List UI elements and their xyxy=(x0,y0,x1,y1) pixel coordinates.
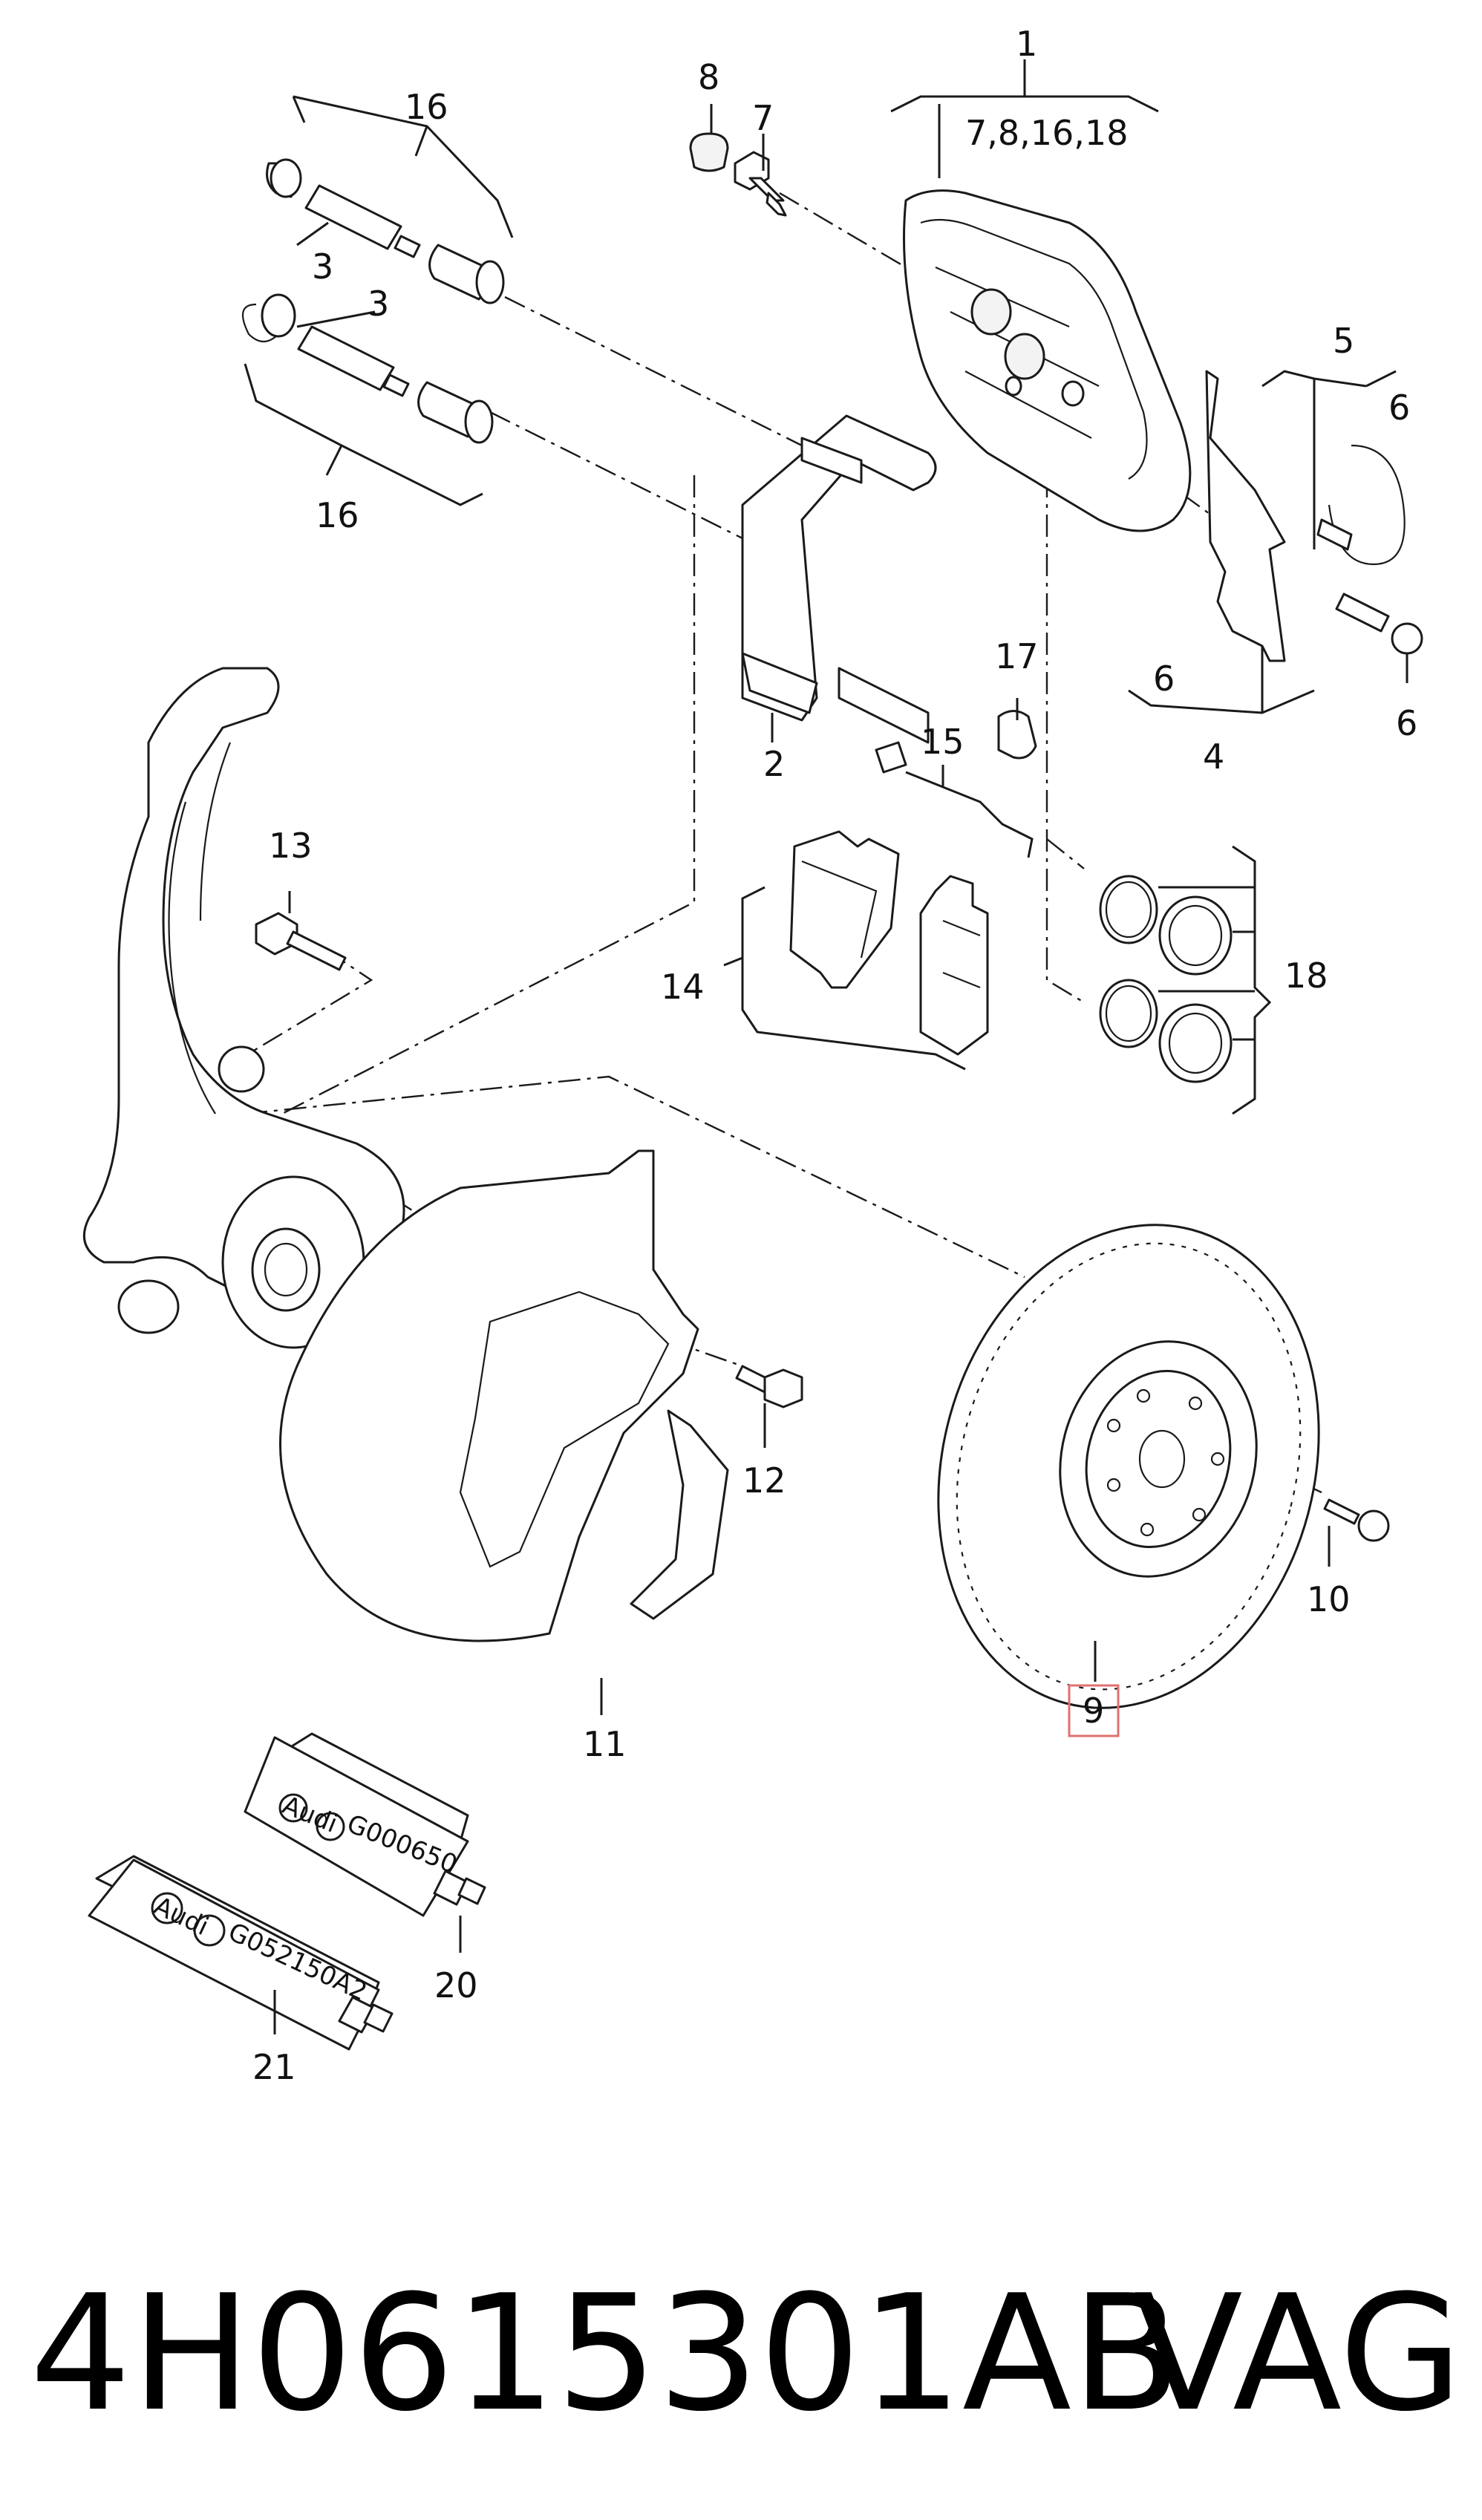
callout-2: 2 xyxy=(763,744,785,784)
footer-part-label: 4H0615301AB VAG xyxy=(30,2242,1463,2465)
guide-pin-set-upper xyxy=(266,158,505,304)
wear-sensor-15 xyxy=(875,741,1034,858)
callout-bracket-18 xyxy=(1158,845,1272,1115)
callout-1: 1 xyxy=(1016,24,1037,64)
piston-upper xyxy=(1158,895,1233,976)
grease-tube-21: Audi G052150A2 xyxy=(88,1855,394,2051)
bolt-12 xyxy=(735,1365,803,1408)
highlight-box-9 xyxy=(1068,1684,1120,1737)
callout-brackets-5-6-4 xyxy=(1128,370,1408,714)
caliper-carrier-2 xyxy=(741,414,937,744)
bracket-16-upper xyxy=(292,95,514,238)
callout-11: 11 xyxy=(583,1724,627,1764)
guide-pin-set-lower xyxy=(241,293,494,444)
splash-shield-11 xyxy=(279,1149,729,1642)
callout-5: 5 xyxy=(1333,321,1354,361)
callout-20: 20 xyxy=(434,1965,478,2005)
brake-caliper-1 xyxy=(903,189,1192,532)
callout-16-lower: 16 xyxy=(316,495,359,535)
wear-sensor-clip-17 xyxy=(997,710,1037,760)
bolt-6 xyxy=(1335,593,1423,655)
bleed-screw-7 xyxy=(734,151,787,217)
grease-tube-20: Audi G000650 xyxy=(244,1732,486,1917)
bleed-cap-8 xyxy=(689,132,729,172)
callout-6-left: 6 xyxy=(1153,659,1175,699)
callout-18: 18 xyxy=(1284,956,1328,996)
brake-pad-14-left xyxy=(789,830,900,989)
callout-14: 14 xyxy=(661,967,705,1007)
callout-3-lower: 3 xyxy=(368,284,389,324)
piston-lower xyxy=(1158,1003,1233,1083)
callout-13: 13 xyxy=(269,826,313,866)
callout-8: 8 xyxy=(698,57,719,97)
bracket-16-lower xyxy=(244,363,483,506)
callout-17: 17 xyxy=(995,636,1039,676)
callout-7: 7 xyxy=(752,98,774,138)
callouts: 1 7,8,16,18 8 7 16 3 3 16 5 6 6 6 4 2 17… xyxy=(252,24,1417,2087)
callout-16-upper: 16 xyxy=(405,87,448,127)
leader-lines xyxy=(273,59,1331,2034)
callout-3-upper: 3 xyxy=(312,247,333,287)
callout-4: 4 xyxy=(1203,737,1224,777)
callout-bracket-14 xyxy=(723,886,966,1071)
callout-12: 12 xyxy=(742,1460,786,1501)
callout-10: 10 xyxy=(1307,1579,1351,1619)
seal-ring-lower xyxy=(1099,979,1158,1048)
screw-10 xyxy=(1323,1498,1390,1542)
bolt-13 xyxy=(255,912,347,971)
seal-ring-upper xyxy=(1099,875,1158,944)
part-number: 4H0615301AB xyxy=(30,2260,1181,2446)
brake-disc-9 xyxy=(937,1224,1320,1709)
spring-clip-5 xyxy=(1205,370,1406,662)
callout-6-right: 6 xyxy=(1396,703,1417,743)
callout-1-sub: 7,8,16,18 xyxy=(965,113,1128,153)
brake-pad-14-right xyxy=(919,875,989,1056)
callout-6-upper: 6 xyxy=(1388,388,1410,428)
brand-name: VAG xyxy=(1133,2260,1463,2446)
callout-15: 15 xyxy=(921,722,964,762)
callout-9: 9 xyxy=(1083,1691,1104,1731)
callout-21: 21 xyxy=(252,2047,296,2087)
steering-knuckle xyxy=(82,667,405,1334)
